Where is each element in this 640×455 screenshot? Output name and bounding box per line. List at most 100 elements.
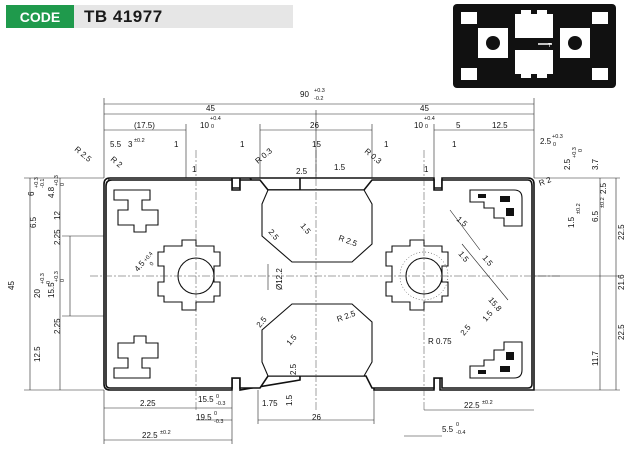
svg-text:11.7: 11.7: [591, 350, 600, 366]
svg-text:+0.3: +0.3: [552, 134, 563, 140]
svg-text:-0.4: -0.4: [456, 430, 465, 436]
svg-text:+0.3: +0.3: [54, 175, 60, 186]
svg-text:1: 1: [240, 140, 245, 149]
svg-text:45: 45: [206, 104, 215, 113]
svg-text:45: 45: [7, 281, 16, 290]
center-lines: [90, 150, 560, 410]
svg-text:1: 1: [452, 140, 457, 149]
svg-text:0: 0: [46, 281, 52, 284]
svg-text:±0.2: ±0.2: [160, 430, 171, 436]
svg-text:0: 0: [211, 124, 214, 130]
left-bottom-slot: [113, 335, 159, 379]
svg-text:1: 1: [174, 140, 179, 149]
svg-text:6.5: 6.5: [29, 216, 38, 228]
svg-text:3: 3: [128, 140, 133, 149]
svg-text:+0.3: +0.3: [40, 273, 46, 284]
svg-text:45: 45: [420, 104, 429, 113]
svg-text:15: 15: [312, 140, 321, 149]
svg-text:R 0.75: R 0.75: [428, 337, 452, 346]
profile-outline: [103, 177, 535, 391]
svg-text:0: 0: [214, 411, 217, 417]
dim-overall-width: 90: [300, 90, 309, 99]
svg-text:2.5: 2.5: [289, 363, 298, 375]
right-core: [385, 239, 449, 311]
svg-text:0: 0: [425, 124, 428, 130]
code-value: TB 41977: [74, 5, 293, 28]
svg-text:-0.3: -0.3: [216, 401, 225, 407]
svg-text:1: 1: [192, 165, 197, 174]
svg-text:22.5: 22.5: [617, 224, 626, 240]
svg-text:±0.2: ±0.2: [482, 400, 493, 406]
svg-text:±0.2: ±0.2: [600, 197, 606, 208]
svg-text:+0.3: +0.3: [34, 177, 40, 188]
svg-text:1.75: 1.75: [262, 399, 278, 408]
svg-text:22.5: 22.5: [464, 401, 480, 410]
svg-text:+0.3: +0.3: [314, 88, 325, 94]
svg-text:-0.2: -0.2: [314, 96, 323, 102]
svg-text:22.5: 22.5: [617, 324, 626, 340]
svg-text:5: 5: [456, 121, 461, 130]
svg-text:4.8: 4.8: [47, 186, 56, 198]
svg-text:3.7: 3.7: [591, 158, 600, 170]
svg-text:1: 1: [424, 165, 429, 174]
svg-text:2.25: 2.25: [140, 399, 156, 408]
svg-text:5.5: 5.5: [442, 425, 454, 434]
svg-text:0: 0: [578, 149, 584, 152]
svg-text:2.5: 2.5: [599, 182, 608, 194]
header-bar: CODE TB 41977: [6, 5, 293, 28]
svg-text:0: 0: [456, 422, 459, 428]
svg-text:2.5: 2.5: [563, 158, 572, 170]
center-lower-chamber: [261, 303, 373, 377]
code-label: CODE: [6, 5, 74, 28]
svg-text:(17.5): (17.5): [134, 121, 155, 130]
left-core: [157, 239, 221, 311]
svg-text:2.25: 2.25: [53, 318, 62, 334]
right-bottom-slot: [469, 341, 523, 379]
svg-text:0: 0: [149, 261, 156, 267]
svg-text:T: T: [548, 43, 552, 49]
svg-text:6.5: 6.5: [591, 210, 600, 222]
svg-text:26: 26: [310, 121, 319, 130]
svg-text:15.5: 15.5: [47, 282, 56, 298]
svg-text:19.5: 19.5: [196, 413, 212, 422]
right-top-slot: [469, 189, 523, 227]
svg-text:26: 26: [312, 413, 321, 422]
svg-text:0: 0: [60, 183, 66, 186]
svg-text:Ø12.2: Ø12.2: [275, 268, 284, 290]
svg-text:2.5: 2.5: [296, 167, 308, 176]
svg-text:+0.3: +0.3: [572, 147, 578, 158]
svg-text:±0.2: ±0.2: [134, 138, 145, 144]
svg-text:-0.3: -0.3: [214, 419, 223, 425]
svg-text:-0.1: -0.1: [40, 179, 46, 188]
dimension-labels: 90 +0.3 -0.2 45 45 (17.5) 10 +0.4 0 26 1…: [7, 88, 626, 440]
svg-text:1.5: 1.5: [334, 163, 346, 172]
svg-text:1.5: 1.5: [285, 394, 294, 406]
svg-text:10: 10: [200, 121, 209, 130]
svg-text:12.5: 12.5: [492, 121, 508, 130]
svg-text:+0.4: +0.4: [424, 116, 435, 122]
svg-text:20: 20: [33, 289, 42, 298]
svg-text:+0.3: +0.3: [54, 271, 60, 282]
svg-text:2.5: 2.5: [540, 137, 552, 146]
svg-text:6: 6: [27, 191, 36, 196]
svg-text:5.5: 5.5: [110, 140, 122, 149]
svg-text:1: 1: [384, 140, 389, 149]
profile-thumbnail: T: [453, 4, 616, 88]
svg-text:2.25: 2.25: [53, 229, 62, 245]
left-top-slot: [113, 189, 159, 233]
svg-text:10: 10: [414, 121, 423, 130]
svg-text:0: 0: [553, 142, 556, 148]
svg-text:0: 0: [216, 394, 219, 400]
svg-text:+0.4: +0.4: [143, 251, 155, 263]
svg-text:12: 12: [53, 211, 62, 220]
svg-text:12.5: 12.5: [33, 346, 42, 362]
svg-text:R 2.5: R 2.5: [73, 145, 94, 165]
svg-text:R 0.3: R 0.3: [254, 146, 275, 166]
dimension-lines: [24, 98, 620, 444]
svg-text:±0.2: ±0.2: [576, 203, 582, 214]
svg-text:21.6: 21.6: [617, 274, 626, 290]
svg-text:R 0.3: R 0.3: [363, 147, 384, 167]
svg-text:R 2: R 2: [538, 175, 553, 188]
svg-text:R 2: R 2: [109, 155, 125, 170]
